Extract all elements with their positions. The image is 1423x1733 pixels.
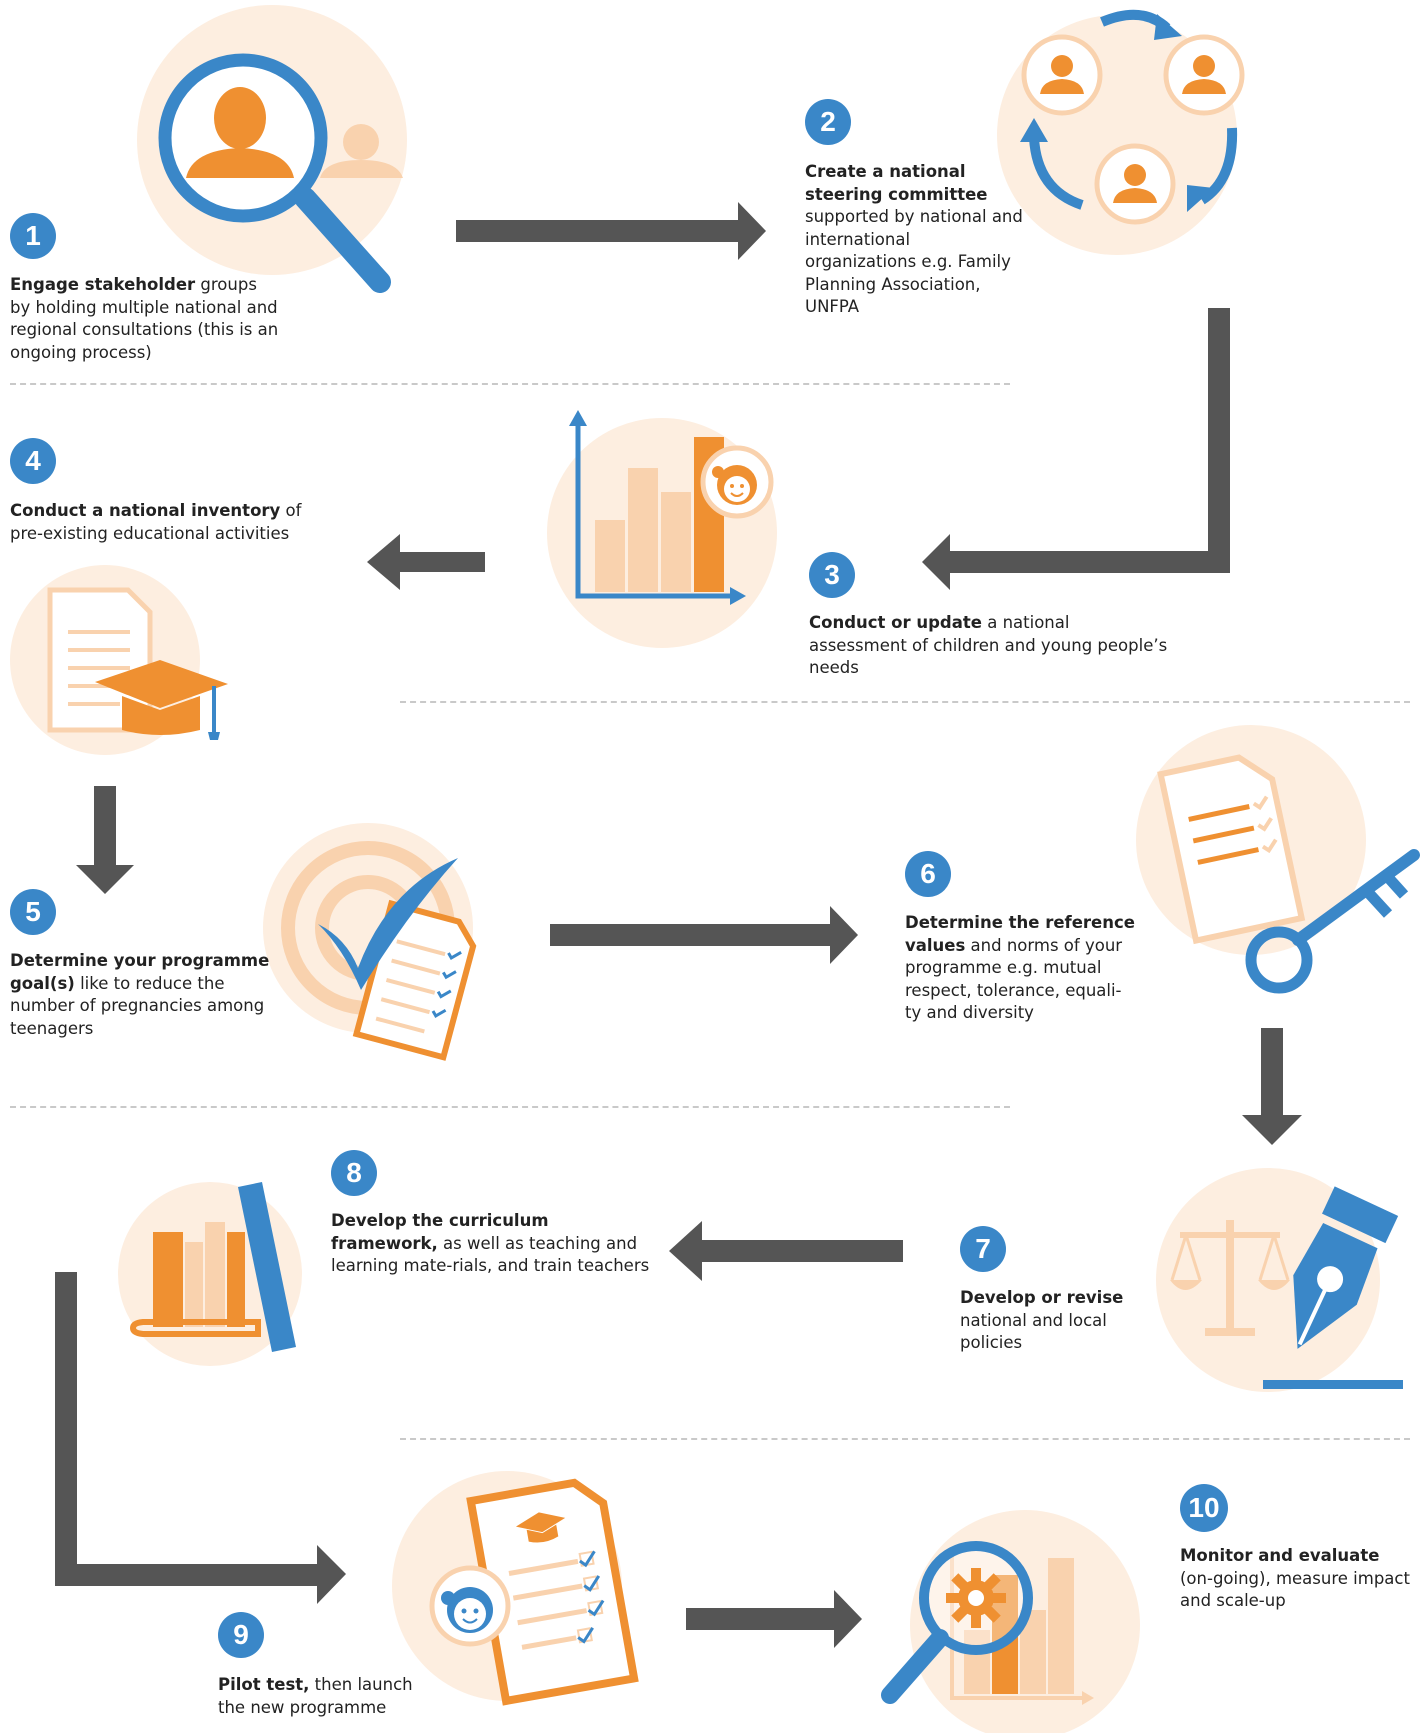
- target-checklist-icon: [263, 823, 477, 1061]
- arrow-6-to-7: [1242, 1028, 1302, 1145]
- books-icon: [118, 1182, 302, 1366]
- document-graduation-cap-icon: [10, 565, 228, 755]
- step-1-description: groups by holding multiple national and …: [10, 275, 279, 362]
- arrow-5-to-6: [550, 906, 858, 964]
- step-2-badge: 2: [805, 99, 851, 145]
- step-5-text: Determine your programme goal(s) like to…: [10, 950, 275, 1040]
- step-4-text: Conduct a national inventory of pre-exis…: [10, 500, 320, 545]
- bar-chart-assessment-icon: [547, 410, 777, 648]
- step-3-description: a national assessment of children and yo…: [809, 613, 1168, 677]
- step-5-description: like to reduce the number of pregnancies…: [10, 973, 265, 1038]
- divider-4: [400, 1438, 1410, 1440]
- step-3-badge: 3: [809, 552, 855, 598]
- step-2-title: Create a national steering committee: [805, 162, 988, 204]
- step-9-description: then launch the new programme: [218, 1675, 413, 1717]
- step-5-title: Determine your programme goal(s): [10, 951, 270, 993]
- step-5-badge: 5: [10, 889, 56, 935]
- step-9-badge: 9: [218, 1612, 264, 1658]
- step-4-description: of pre-existing educational activities: [10, 501, 302, 543]
- step-2-description: supported by national and international …: [805, 207, 1023, 316]
- step-9-text: Pilot test, then launch the new programm…: [218, 1674, 418, 1719]
- step-7-description: national and local policies: [960, 1310, 1107, 1353]
- step-3-title: Conduct or update: [809, 613, 982, 632]
- step-7-text: Develop or revise national and local pol…: [960, 1287, 1150, 1355]
- divider-1: [10, 383, 1010, 385]
- arrow-8-to-9: [55, 1272, 346, 1604]
- divider-2: [400, 701, 1410, 703]
- arrow-4-to-5: [76, 786, 134, 894]
- arrow-7-to-8: [669, 1221, 903, 1281]
- arrow-3-to-4: [367, 534, 485, 590]
- step-8-description: as well as teaching and learning mate-ri…: [331, 1233, 650, 1276]
- pilot-checklist-icon: [392, 1471, 639, 1706]
- document-key-icon: [1136, 725, 1420, 994]
- step-1-title: Engage stakeholder: [10, 275, 196, 294]
- step-1-badge: 1: [10, 213, 56, 259]
- monitor-magnifier-chart-icon: [881, 1510, 1140, 1733]
- step-1-text: Engage stakeholder groups by holding mul…: [10, 274, 280, 364]
- step-6-description: and norms of your programme e.g. mutual …: [905, 935, 1123, 1023]
- step-8-badge: 8: [331, 1150, 377, 1196]
- step-4-badge: 4: [10, 438, 56, 484]
- step-4-title: Conduct a national inventory: [10, 501, 281, 520]
- step-10-text: Monitor and evaluate (on-going), measure…: [1180, 1545, 1410, 1613]
- step-10-description: (on-going), measure impact and scale-up: [1180, 1568, 1410, 1611]
- arrow-1-to-2: [456, 202, 766, 260]
- step-7-title: Develop or revise: [960, 1288, 1124, 1307]
- step-10-title: Monitor and evaluate: [1180, 1546, 1380, 1565]
- step-9-title: Pilot test,: [218, 1675, 310, 1694]
- divider-3: [10, 1106, 1010, 1108]
- committee-cycle-icon: [997, 9, 1245, 255]
- scales-pen-icon: [1156, 1168, 1403, 1392]
- step-6-badge: 6: [905, 851, 951, 897]
- step-6-title: Determine the reference values: [905, 913, 1135, 955]
- step-6-text: Determine the reference values and norms…: [905, 912, 1135, 1025]
- step-10-badge: 10: [1180, 1484, 1228, 1532]
- step-2-text: Create a national steering committee sup…: [805, 161, 1025, 319]
- arrow-9-to-10: [686, 1590, 862, 1648]
- step-8-text: Develop the curriculum framework, as wel…: [331, 1210, 661, 1278]
- step-8-title: Develop the curriculum framework,: [331, 1211, 549, 1253]
- step-7-badge: 7: [960, 1226, 1006, 1272]
- step-3-text: Conduct or update a national assessment …: [809, 612, 1169, 680]
- arrow-2-to-3: [922, 308, 1230, 590]
- magnifier-stakeholder-icon: [137, 5, 407, 293]
